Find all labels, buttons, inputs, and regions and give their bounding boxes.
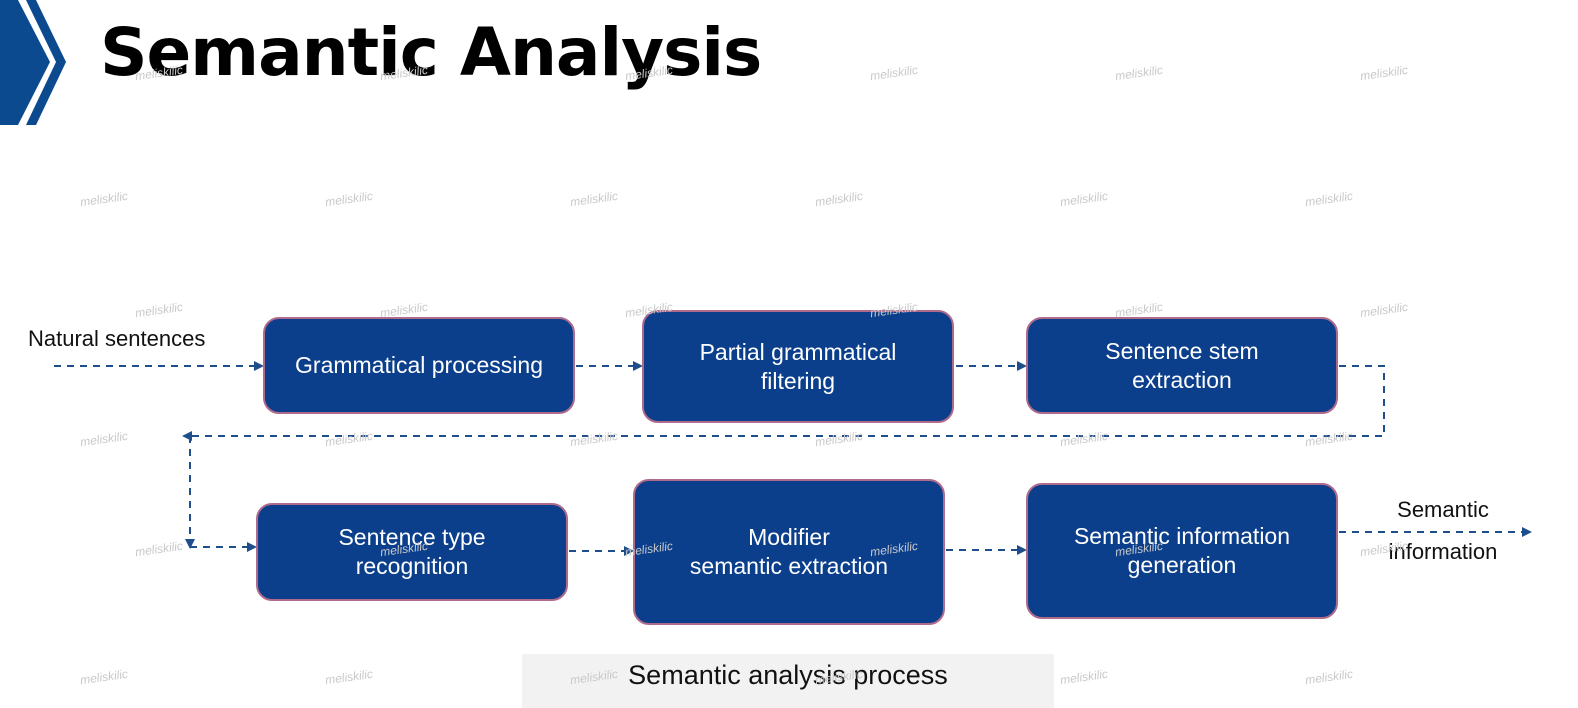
arrow-stem-to-loop — [182, 365, 1385, 441]
figure-caption: Semantic analysis process — [628, 660, 948, 690]
step-modifier-semantic-extraction: Modifier semantic extraction — [633, 479, 945, 625]
header-chevron-icon — [0, 0, 66, 125]
page-title: Semantic Analysis — [100, 14, 762, 91]
step-sentence-type-recognition: Sentence type recognition — [256, 503, 568, 601]
input-label-natural-sentences: Natural sentences — [28, 326, 206, 351]
step-partial-grammatical-filtering: Partial grammatical filtering — [642, 310, 954, 423]
output-label-semantic-information: Semantic information — [1388, 497, 1498, 564]
step-semantic-information-generation: Semantic information generation — [1026, 483, 1338, 619]
step-grammatical-processing: Grammatical processing — [263, 317, 575, 414]
caption-background — [522, 654, 1054, 708]
step-sentence-stem-extraction: Sentence stem extraction — [1026, 317, 1338, 414]
